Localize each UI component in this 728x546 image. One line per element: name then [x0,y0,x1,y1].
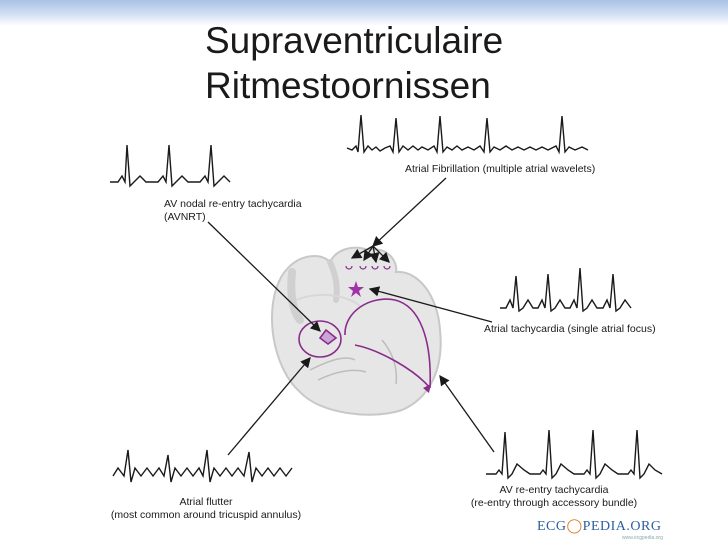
label-avnrt: AV nodal re-entry tachycardia (AVNRT) [164,198,302,224]
pointer-arrows [207,177,495,456]
ecg-strip-atrial-flutter [112,449,293,483]
pathway-arrow-head [423,384,431,393]
ecgpedia-logo: ECG◯PEDIA.ORG [537,518,661,535]
heart-illustration [270,246,442,416]
logo-subtitle: www.ecgpedia.org [622,535,663,541]
label-av-reentry-line-1: AV re-entry tachycardia [499,484,609,496]
atrial-focus-star [348,281,364,297]
page-title: Supraventriculaire Ritmestoornissen [205,18,503,108]
title-line-2: Ritmestoornissen [205,65,491,106]
ecg-strip-av-reentry [486,429,663,480]
ecg-strip-avnrt [110,144,231,188]
label-av-reentry-line-2: (re-entry through accessory bundle) [470,497,638,509]
logo-prefix: ECG [537,519,567,534]
label-atrial-flutter: Atrial flutter (most common around tricu… [106,496,306,522]
atrial-wavelets [345,265,391,270]
logo-suffix: PEDIA.ORG [582,519,662,534]
header-gradient-band [0,0,728,26]
ecg-strip-atrial-tachycardia [500,267,632,313]
label-atrial-fibrillation: Atrial Fibrillation (multiple atrial wav… [405,163,596,175]
label-avnrt-line-2: (AVNRT) [164,211,206,223]
label-atrial-flutter-line-2: (most common around tricuspid annulus) [110,509,302,521]
label-atrial-tachycardia: Atrial tachycardia (single atrial focus) [484,323,656,335]
label-av-reentry: AV re-entry tachycardia (re-entry throug… [466,484,642,510]
ecg-strip-atrial-fibrillation [346,114,589,155]
label-atrial-flutter-line-1: Atrial flutter [179,496,233,508]
label-avnrt-line-1: AV nodal re-entry tachycardia [164,198,302,210]
title-line-1: Supraventriculaire [205,20,504,61]
logo-circle-icon: ◯ [566,519,583,534]
